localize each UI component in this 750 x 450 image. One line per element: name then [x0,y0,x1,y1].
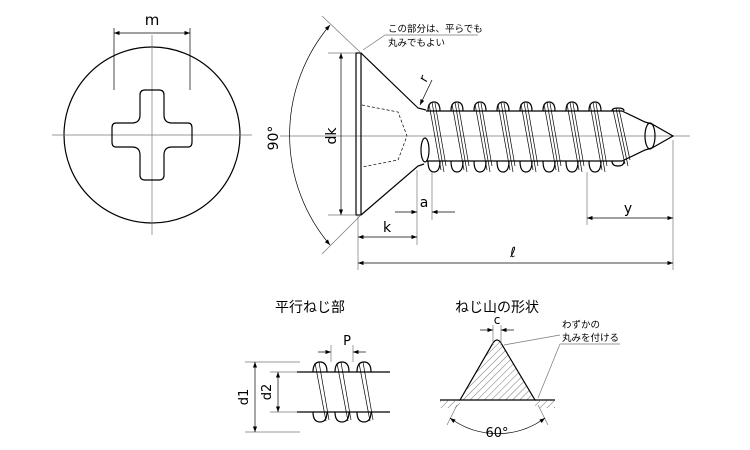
phillips-recess [111,89,193,181]
label-c: c [494,313,501,327]
thread-crest [588,101,602,112]
thread-crest [334,411,350,423]
thread-crest [611,160,625,167]
label-m: m [145,11,160,29]
thread-crest [356,411,372,423]
label-dk: dk [324,127,340,145]
label-60-degrees: 60° [485,426,508,441]
label-k: k [383,220,392,236]
thread-crest [334,361,350,373]
note-head-line1: この部分は、平らでも [388,23,483,35]
thread-form-title: ねじ山の形状 [455,300,539,316]
thread-crest [542,101,556,112]
thread-crest [519,101,533,112]
label-p: P [343,334,351,349]
thread-crest [473,160,487,173]
thread-crest [588,160,602,173]
parallel-thread-title: 平行ねじ部 [275,300,345,316]
note-rounding-line1: わずかの [562,320,600,331]
label-d2: d2 [260,384,275,401]
screw-side-view: 90° dk この部分は、平らでも 丸みでもよい r k a y ℓ [266,15,690,270]
thread-crest [450,160,464,173]
thread-crest [312,411,328,423]
label-y: y [624,201,632,217]
thread-crest [519,160,533,173]
note-head-line2: 丸みでもよい [388,37,445,49]
thread-crest [427,160,441,173]
head-top-view: m [52,11,252,235]
thread-crest [496,160,510,173]
label-a: a [420,195,429,211]
thread-crest [611,107,625,112]
thread-crest [450,101,464,112]
thread-crest [565,101,579,112]
thread-crest [312,361,328,373]
thread-crest [565,160,579,173]
label-r: r [416,72,432,85]
thread-crest [542,160,556,173]
thread-crest [496,101,510,112]
note-rounding-line2: 丸みを付ける [562,332,619,344]
thread-crest [473,101,487,112]
thread-crest [427,101,441,112]
thread-crest [356,361,372,373]
label-d1: d1 [237,389,252,406]
label-l: ℓ [509,245,516,261]
parallel-thread-section: 平行ねじ部 d1 d2 P [237,300,390,433]
thread-form-section: ねじ山の形状 c わずかの 丸みを付ける 60° [440,300,620,441]
label-90-degrees: 90° [266,126,282,151]
